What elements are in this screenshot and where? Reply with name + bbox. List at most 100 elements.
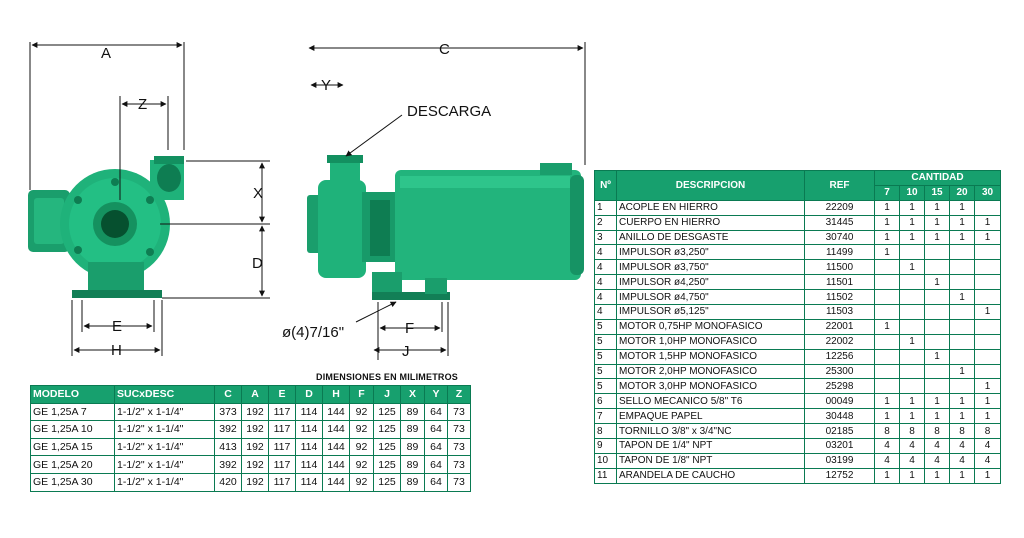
parts-cell: 1 [899,199,925,216]
parts-cell: 1 [899,229,925,246]
dimensions-cell: 392 [214,455,242,474]
dimensions-cell: 114 [295,437,323,457]
parts-cell: 1 [874,318,900,335]
parts-cell [924,318,950,335]
parts-cell: 11500 [804,259,875,276]
parts-header-desc: DESCRIPCION [616,170,805,201]
parts-cell [949,318,975,335]
dimensions-cell: 73 [447,455,471,474]
parts-cell: 4 [899,452,925,469]
parts-header-no: Nº [594,170,617,201]
parts-cell: 1 [924,467,950,484]
parts-cell: 6 [594,393,617,410]
parts-cell [949,378,975,395]
dimensions-cell: 114 [295,472,323,492]
dimensions-cell: 144 [322,420,350,439]
label-c: C [439,41,450,58]
label-bolt: ø(4)7/16" [282,324,344,341]
parts-cell: 31445 [804,214,875,231]
parts-qty-header-cell: 20 [949,184,975,201]
label-y: Y [321,77,331,94]
parts-cell: 4 [899,438,925,454]
parts-cell: 25300 [804,363,875,380]
dimensions-cell: 1-1/2" x 1-1/4" [114,437,215,457]
parts-cell [949,333,975,350]
parts-cell: ACOPLE EN HIERRO [616,199,805,216]
parts-cell: 10 [594,452,617,469]
parts-cell: 1 [874,214,900,231]
dimensions-cell: 144 [322,402,350,422]
dimensions-cell: 125 [373,420,401,439]
dimensions-cell: GE 1,25A 7 [30,402,115,422]
parts-cell [874,304,900,320]
parts-cell: 1 [949,289,975,306]
parts-cell: 1 [899,259,925,276]
dimensions-header-cell: MODELO [30,385,115,404]
dimensions-cell: 73 [447,420,471,439]
dimensions-header-cell: Z [447,385,471,404]
parts-cell: 5 [594,378,617,395]
parts-cell: 4 [949,452,975,469]
dimensions-cell: GE 1,25A 15 [30,437,115,457]
parts-cell: 4 [594,259,617,276]
parts-cell: IMPULSOR ø4,250" [616,274,805,291]
parts-cell [973,244,1002,261]
parts-cell: 1 [949,214,975,231]
parts-cell [924,244,950,261]
parts-cell: 1 [924,214,950,231]
parts-cell: EMPAQUE PAPEL [616,408,805,425]
parts-cell: 1 [899,393,925,410]
dimensions-cell: 92 [349,472,374,492]
parts-cell: 4 [924,452,950,469]
parts-cell [899,318,925,335]
dimensions-header-cell: C [214,385,242,404]
dimensions-cell: 392 [214,420,242,439]
parts-qty-header-cell: 15 [924,184,950,201]
parts-cell: 1 [874,229,900,246]
parts-cell: 1 [949,393,975,410]
parts-cell: 12752 [804,467,875,484]
dimensions-header-cell: A [241,385,269,404]
parts-cell: 1 [874,393,900,410]
parts-cell: 1 [594,199,617,216]
parts-cell: 4 [594,304,617,320]
dimensions-header-cell: J [373,385,401,404]
parts-cell [874,274,900,291]
parts-header-row: Nº DESCRIPCION REF CANTIDAD [594,170,1002,201]
dimensions-cell: 117 [268,437,296,457]
dimensions-cell: 125 [373,437,401,457]
parts-cell: 1 [899,333,925,350]
dimensions-cell: 144 [322,437,350,457]
parts-cell [874,289,900,306]
dimensions-cell: 117 [268,420,296,439]
label-f: F [405,320,414,337]
parts-cell: 1 [924,229,950,246]
dimensions-header-cell: SUCxDESC [114,385,215,404]
parts-cell [924,304,950,320]
dimensions-cell: GE 1,25A 20 [30,455,115,474]
parts-cell: 22001 [804,318,875,335]
parts-cell: 22209 [804,199,875,216]
dimensions-cell: 92 [349,420,374,439]
parts-cell: 1 [924,408,950,425]
parts-cell: 1 [924,348,950,365]
parts-cell: 30448 [804,408,875,425]
parts-cell: 1 [973,393,1002,410]
dimensions-cell: 125 [373,472,401,492]
